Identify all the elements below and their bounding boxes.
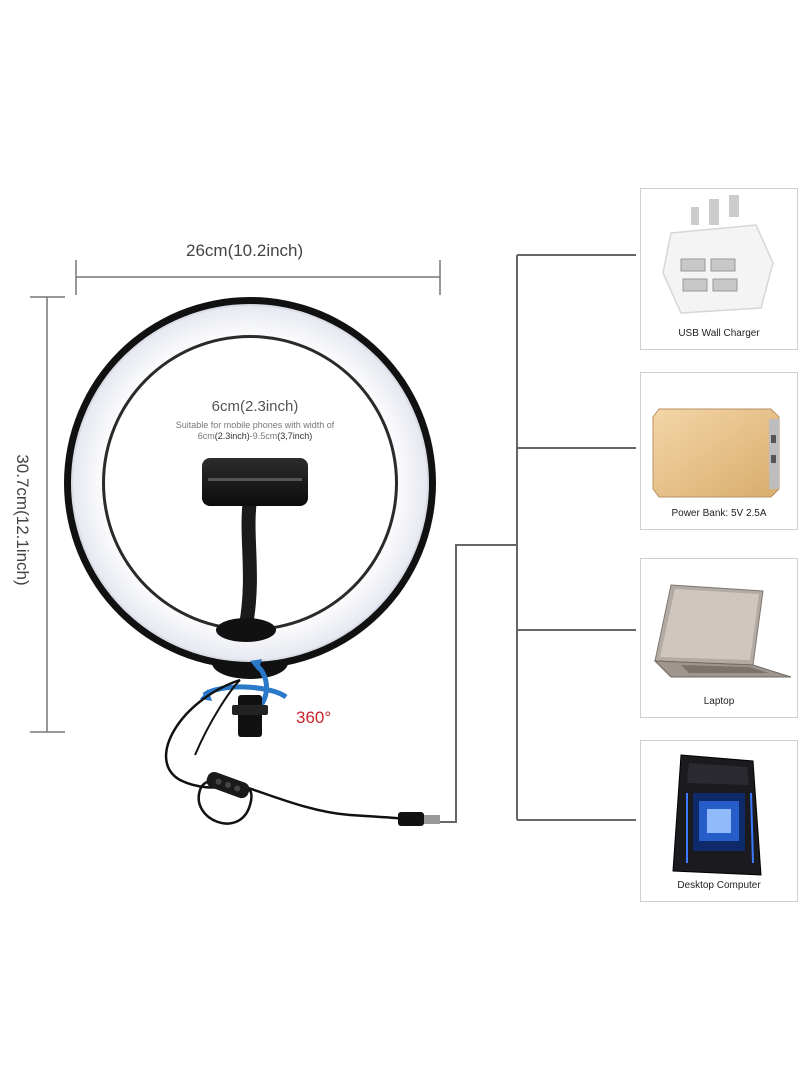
panel-caption: USB Wall Charger	[678, 328, 760, 339]
panel-caption: Power Bank: 5V 2.5A	[671, 508, 767, 519]
phone-width-label: 6cm(2.3inch)	[211, 398, 299, 415]
range-max-cm: -9.5cm	[249, 431, 278, 441]
power-bank-icon	[652, 408, 780, 498]
power-source-laptop: Laptop	[640, 558, 798, 718]
width-dimension-label: 26cm(10.2inch)	[186, 241, 304, 260]
connector-lines	[440, 254, 636, 823]
usb-cable	[164, 678, 440, 826]
phone-width-description: Suitable for mobile phones with width of	[175, 420, 335, 430]
panel-caption: Desktop Computer	[677, 880, 761, 891]
rotation-mount	[200, 659, 288, 737]
panel-caption: Laptop	[703, 696, 735, 707]
height-dimension-line	[30, 296, 65, 733]
phone-holder-clip	[202, 458, 308, 506]
range-min-inch: (2.3inch)	[214, 431, 250, 441]
desktop-computer-icon	[672, 754, 762, 876]
range-min-cm: 6cm	[197, 431, 215, 441]
phone-width-range: 6cm(2.3inch)-9.5cm(3,7inch)	[150, 431, 360, 441]
usb-wall-charger-icon	[662, 195, 774, 314]
width-dimension-line	[75, 260, 441, 295]
height-dimension-label: 30.7cm(12.1inch)	[13, 454, 32, 586]
power-source-power-bank: Power Bank: 5V 2.5A	[640, 372, 798, 530]
range-max-inch: (3,7inch)	[277, 431, 313, 441]
power-source-desktop-computer: Desktop Computer	[640, 740, 798, 902]
rotation-label: 360°	[296, 708, 332, 727]
laptop-icon	[653, 584, 792, 678]
power-source-usb-wall-charger: USB Wall Charger	[640, 188, 798, 350]
